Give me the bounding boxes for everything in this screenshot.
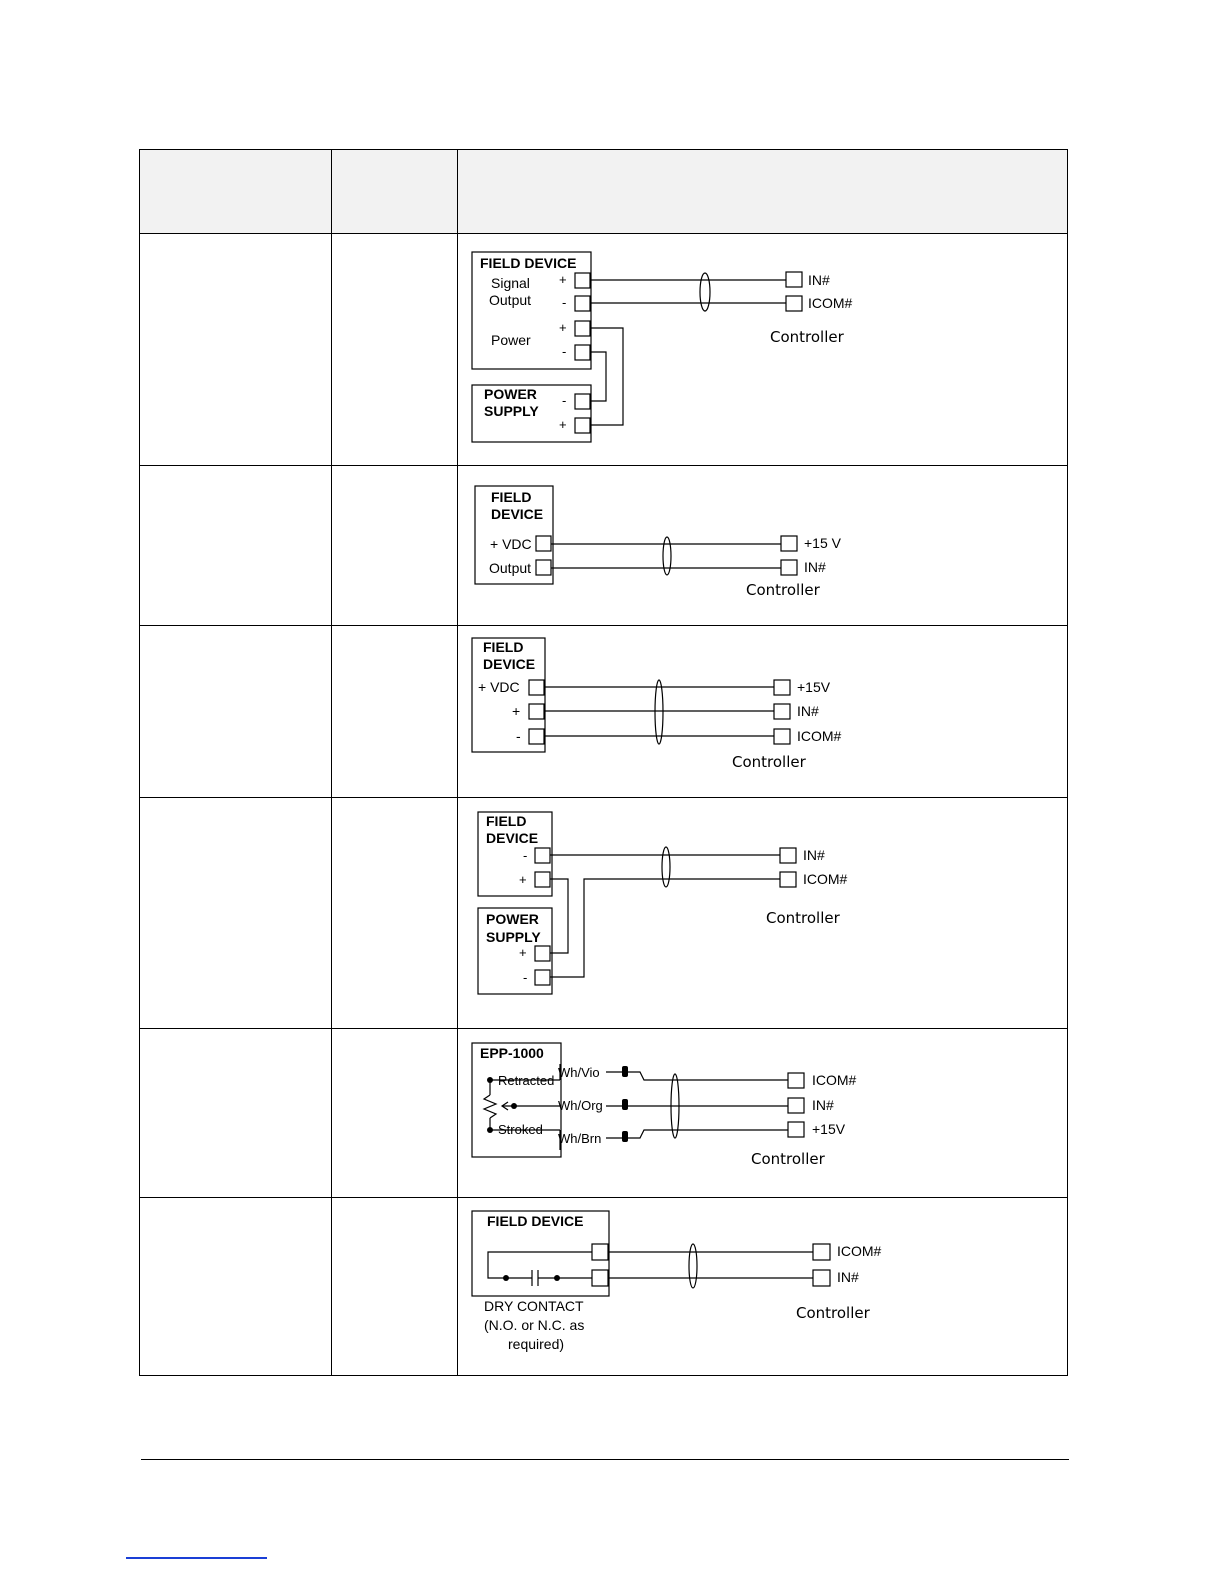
terminal-label: +15V — [812, 1121, 846, 1137]
terminal-label: IN# — [812, 1097, 834, 1113]
row-divider — [140, 797, 1067, 798]
polarity-label: + — [559, 417, 567, 432]
column-divider — [331, 150, 332, 1375]
contact-caption: DRY CONTACT — [484, 1298, 584, 1314]
device-title: FIELD DEVICE — [487, 1213, 583, 1229]
wiring-diagram-vdc-output: FIELD DEVICE + VDC Output +15 V IN# Cont… — [458, 469, 1058, 624]
device-title: FIELD — [491, 489, 531, 505]
device-label: Output — [489, 292, 531, 308]
device-label: Power — [491, 332, 531, 348]
contact-caption: (N.O. or N.C. as — [484, 1317, 584, 1333]
footer-rule — [141, 1459, 1069, 1460]
polarity-label: + — [559, 320, 567, 335]
wiring-diagram-two-wire-powered: FIELD DEVICE Signal Output Power + - + -… — [458, 236, 1058, 461]
wire-color-label: Wh/Vio — [558, 1065, 600, 1080]
supply-title: SUPPLY — [484, 403, 539, 419]
controller-label: Controller — [751, 1150, 826, 1168]
wire-nut-icon — [622, 1066, 628, 1142]
wire-color-label: Wh/Brn — [558, 1131, 601, 1146]
device-label: + — [512, 703, 520, 719]
device-title: FIELD — [483, 639, 523, 655]
polarity-label: - — [562, 295, 566, 310]
row-divider — [140, 465, 1067, 466]
wiring-diagram-dry-contact: FIELD DEVICE ICOM# IN# DRY CONTACT (N.O.… — [458, 1200, 1058, 1370]
polarity-label: - — [523, 848, 527, 863]
terminal-label: ICOM# — [837, 1243, 882, 1259]
device-label: + VDC — [478, 679, 520, 695]
device-title: FIELD DEVICE — [480, 255, 576, 271]
device-label: - — [516, 728, 521, 744]
terminal-label: +15 V — [804, 535, 842, 551]
controller-label: Controller — [746, 581, 821, 599]
wiring-diagram-vdc-three-wire: FIELD DEVICE + VDC + - +15V IN# ICOM# Co… — [458, 628, 1058, 796]
row-divider — [140, 1197, 1067, 1198]
table-header-row — [140, 150, 1067, 233]
supply-title: SUPPLY — [486, 929, 541, 945]
wiring-diagram-loop-powered: FIELD DEVICE - + POWER SUPPLY + - IN# IC… — [458, 800, 1058, 1025]
supply-title: POWER — [486, 911, 539, 927]
device-label: + VDC — [490, 536, 532, 552]
terminal-label: IN# — [797, 703, 819, 719]
polarity-label: + — [519, 872, 527, 887]
polarity-label: + — [559, 272, 567, 287]
device-title: DEVICE — [491, 506, 543, 522]
polarity-label: + — [519, 945, 527, 960]
polarity-label: - — [562, 393, 566, 408]
terminal-label: IN# — [804, 559, 826, 575]
row-divider — [140, 1028, 1067, 1029]
wire-color-label: Wh/Org — [558, 1098, 603, 1113]
footer-link-underline[interactable] — [126, 1557, 267, 1559]
polarity-label: - — [562, 344, 566, 359]
row-divider — [140, 625, 1067, 626]
dry-contact-icon — [487, 1251, 592, 1286]
terminal-label: IN# — [837, 1269, 859, 1285]
device-title: DEVICE — [486, 830, 538, 846]
terminal-label: ICOM# — [808, 295, 853, 311]
polarity-label: - — [523, 970, 527, 985]
terminal-label: IN# — [803, 847, 825, 863]
contact-caption: required) — [508, 1336, 564, 1352]
device-title: DEVICE — [483, 656, 535, 672]
supply-title: POWER — [484, 386, 537, 402]
device-title: FIELD — [486, 813, 526, 829]
controller-label: Controller — [770, 328, 845, 346]
device-title: EPP-1000 — [480, 1045, 544, 1061]
terminal-label: IN# — [808, 272, 830, 288]
controller-label: Controller — [766, 909, 841, 927]
device-label: Signal — [491, 275, 530, 291]
column-divider — [457, 150, 458, 1375]
row-divider — [140, 233, 1067, 234]
terminal-label: ICOM# — [797, 728, 842, 744]
controller-label: Controller — [796, 1304, 871, 1322]
terminal-label: ICOM# — [803, 871, 848, 887]
wiring-table — [139, 149, 1068, 1376]
controller-label: Controller — [732, 753, 807, 771]
terminal-label: ICOM# — [812, 1072, 857, 1088]
wiring-diagram-epp-1000: EPP-1000 Retracted Stroked Wh/Vio Wh/Org… — [458, 1032, 1058, 1192]
device-label: Output — [489, 560, 531, 576]
terminal-label: +15V — [797, 679, 831, 695]
